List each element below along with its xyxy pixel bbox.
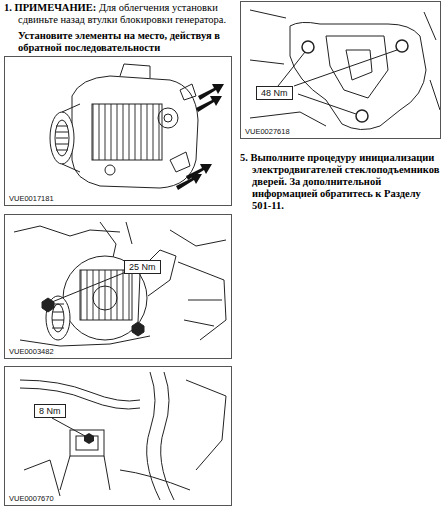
- bracket-drawing: [250, 10, 440, 130]
- illustration-panel: VUE0017181: [4, 56, 232, 206]
- illustration-panel: VUE0027618 48 Nm: [240, 1, 441, 139]
- figure-code: VUE0007670: [8, 494, 55, 503]
- torque-text: 25 Nm: [129, 262, 156, 272]
- leader-line: [52, 418, 85, 436]
- leader-line: [52, 272, 140, 322]
- instruction-text: Установите элементы на место, действуя в…: [18, 30, 238, 54]
- note-heading: 1. ПРИМЕЧАНИЕ:: [4, 2, 96, 13]
- bolt: [42, 298, 144, 336]
- torque-value: 48 Nm: [256, 86, 293, 100]
- leader-line: [278, 50, 397, 114]
- bolt: [302, 40, 408, 122]
- illustration-panel: VUE0003482 25 Nm: [4, 214, 232, 359]
- figure-code: VUE0003482: [8, 347, 55, 356]
- instruction-step: 1. ПРИМЕЧАНИЕ: Для облегчения установки …: [4, 2, 238, 54]
- illustration-panel: VUE0007670 8 Nm: [4, 366, 232, 506]
- torque-value: 25 Nm: [124, 260, 161, 274]
- note-paragraph: 1. ПРИМЕЧАНИЕ: Для облегчения установки …: [4, 2, 238, 26]
- figure-code: VUE0027618: [244, 127, 291, 136]
- push-arrow: [176, 84, 224, 190]
- instruction-step: 5. Выполните процедуру инициализации эле…: [240, 152, 442, 212]
- torque-text: 8 Nm: [39, 406, 61, 416]
- nut: [84, 433, 94, 444]
- alternator-drawing: [50, 64, 198, 188]
- connector-drawing: [20, 372, 226, 500]
- engine-drawing: [14, 222, 226, 346]
- figure-code: VUE0017181: [8, 194, 55, 203]
- torque-value: 8 Nm: [34, 404, 66, 418]
- torque-text: 48 Nm: [261, 88, 288, 98]
